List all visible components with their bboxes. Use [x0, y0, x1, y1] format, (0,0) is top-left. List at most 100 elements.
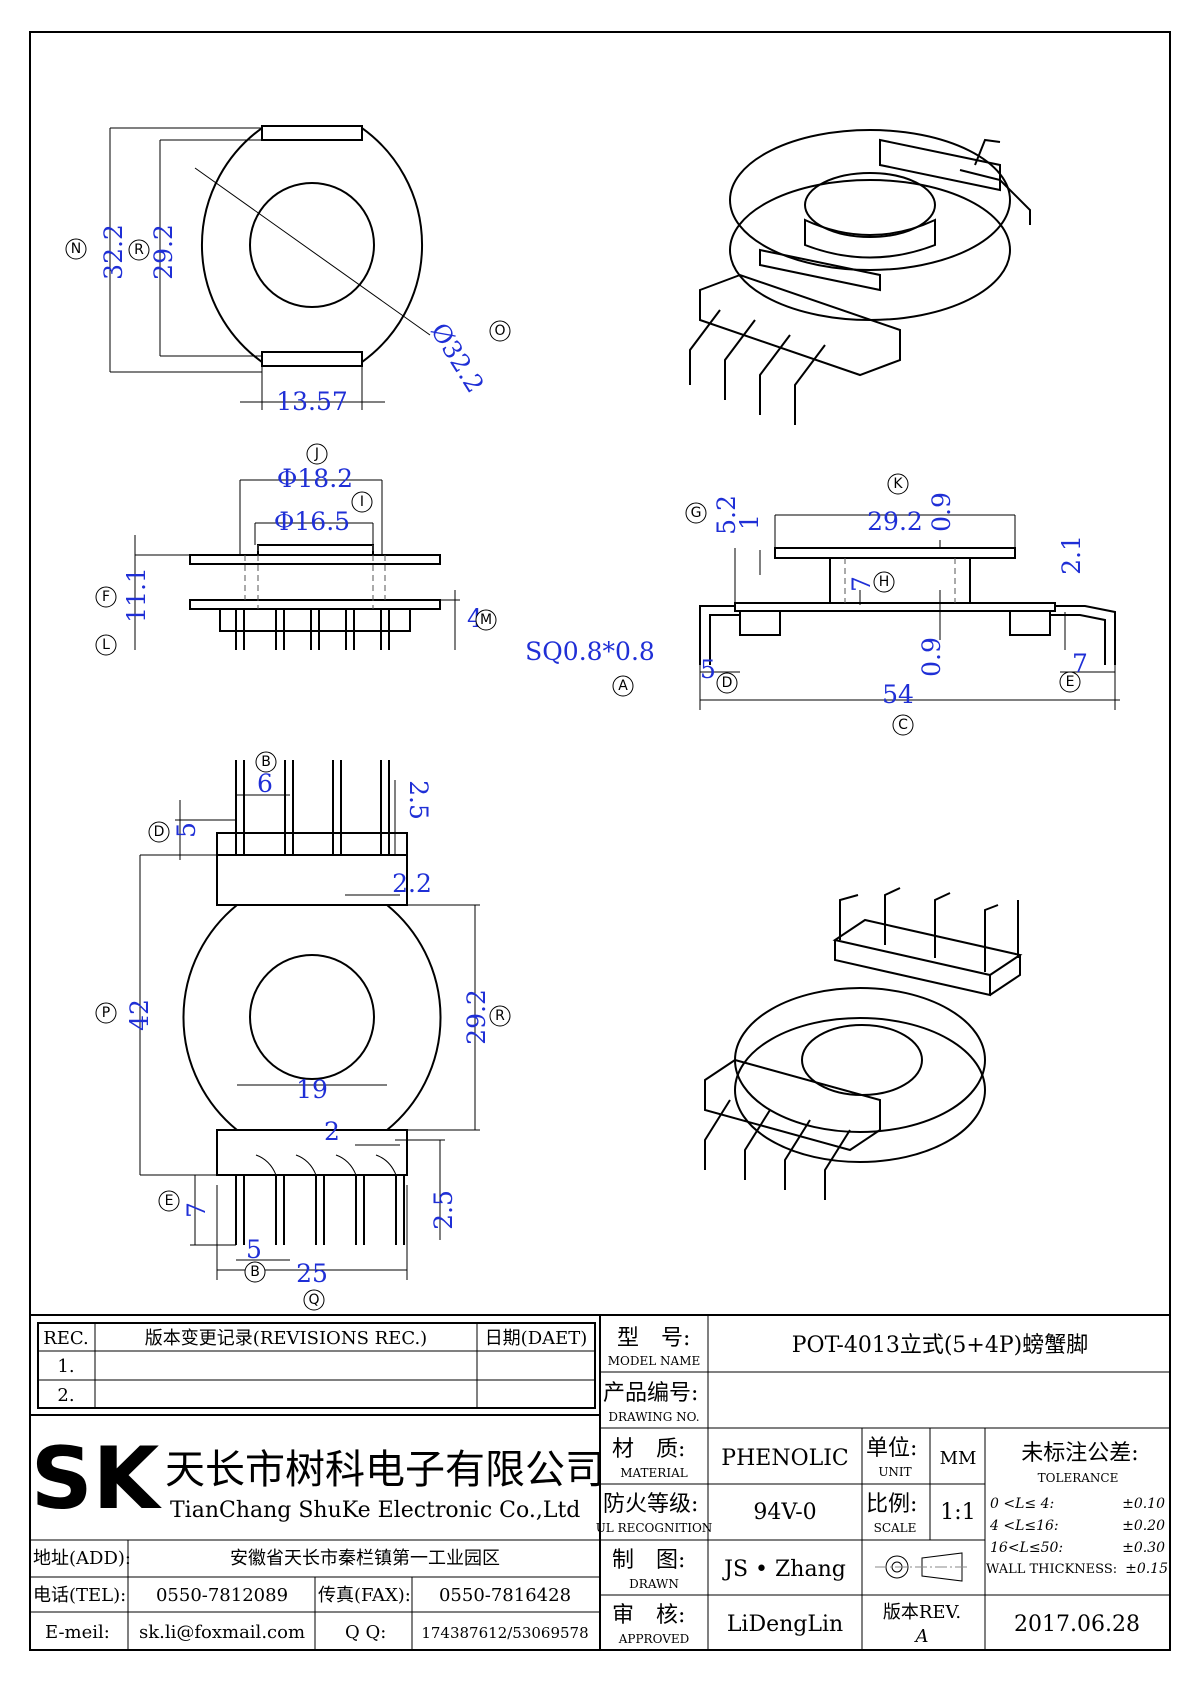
company-name-en: TianChang ShuKe Electronic Co.,Ltd — [170, 1498, 580, 1523]
tel-label: 电话(TEL): — [33, 1585, 126, 1606]
rev-value: A — [914, 1626, 929, 1647]
dim-phi-18-2: Φ18.2 — [277, 464, 353, 493]
callout-e-bottom: E — [158, 1190, 180, 1212]
title-block: SK — [29, 1314, 1171, 1651]
callout-r-top: R — [128, 239, 150, 261]
svg-text:E: E — [165, 1193, 174, 1209]
callout-q: Q — [303, 1289, 325, 1311]
dim-13-57: 13.57 — [276, 387, 348, 416]
dim-dia-32-2: Ø32.2 — [425, 318, 490, 398]
dim-25: 25 — [296, 1259, 328, 1288]
drawing-label-cn: 产品编号: — [603, 1381, 698, 1406]
date-header: 日期(DAET) — [485, 1328, 588, 1349]
ul-value: 94V-0 — [753, 1500, 816, 1525]
iso-view-top — [689, 129, 1031, 425]
svg-text:B: B — [261, 754, 271, 770]
callout-p: P — [95, 1002, 117, 1024]
svg-text:O: O — [494, 323, 505, 339]
material-value: PHENOLIC — [721, 1446, 848, 1471]
rev-header: REC. — [43, 1328, 89, 1349]
dim-7-pin-right: 7 — [1072, 649, 1088, 678]
wall-value: ±0.15 — [1125, 1561, 1168, 1577]
callout-j: J — [306, 443, 328, 465]
callout-b-bottom: B — [244, 1261, 266, 1283]
qq-value: 174387612/53069578 — [421, 1624, 588, 1642]
company-logo: SK — [31, 1429, 163, 1529]
approved-value: LiDengLin — [727, 1612, 843, 1637]
drawn-value: JS • Zhang — [722, 1557, 846, 1582]
dim-2-5-bottom: 2.5 — [429, 1190, 458, 1230]
ul-label-cn: 防火等级: — [603, 1492, 698, 1517]
dim-7-pin-bottom: 7 — [182, 1202, 211, 1218]
svg-text:D: D — [154, 824, 165, 840]
callout-a: A — [612, 675, 634, 697]
projection-symbol-icon — [875, 1552, 970, 1582]
dim-29-2-right: 29.2 — [867, 507, 923, 536]
rev-title: 版本变更记录(REVISIONS REC.) — [145, 1328, 427, 1349]
dim-29-2-top: 29.2 — [149, 224, 178, 280]
unit-label-en: UNIT — [878, 1465, 911, 1479]
callout-o: O — [489, 320, 511, 342]
dim-7-core: 7 — [847, 576, 876, 592]
svg-text:E: E — [1066, 674, 1075, 690]
approved-label-cn: 审 核: — [612, 1603, 685, 1628]
material-label-cn: 材 质: — [612, 1437, 685, 1462]
callout-d-right: D — [716, 672, 738, 694]
dim-2-5-top: 2.5 — [404, 780, 433, 820]
dim-0-9-bottom: 0.9 — [917, 637, 946, 677]
dim-5-pin-offset: 5 — [700, 655, 716, 684]
tel-value: 0550-7812089 — [156, 1585, 288, 1606]
tol-range-3: 16<L≤50: — [990, 1540, 1063, 1556]
company-name-cn: 天长市树科电子有限公司 — [165, 1447, 605, 1493]
scale-label-cn: 比例: — [866, 1492, 917, 1517]
svg-text:C: C — [898, 717, 908, 733]
svg-text:R: R — [495, 1008, 505, 1024]
address-value: 安徽省天长市秦栏镇第一工业园区 — [230, 1548, 500, 1569]
callout-c: C — [892, 714, 914, 736]
dim-2-2: 2.2 — [392, 869, 432, 898]
dim-sq-pin: SQ0.8*0.8 — [525, 637, 655, 666]
unit-value: MM — [940, 1448, 977, 1469]
rev-row-1: 1. — [57, 1356, 74, 1377]
model-label-en: MODEL NAME — [608, 1354, 701, 1368]
drawing-label-en: DRAWING NO. — [608, 1410, 699, 1424]
dim-32-2: 32.2 — [99, 224, 128, 280]
approved-label-en: APPROVED — [618, 1632, 690, 1646]
callout-l: L — [95, 634, 117, 656]
dim-11-1: 11.1 — [122, 567, 151, 623]
email-label: E-meil: — [45, 1622, 110, 1643]
dim-6-pitch: 6 — [257, 769, 273, 798]
dim-19: 19 — [296, 1075, 328, 1104]
dim-54: 54 — [882, 680, 914, 709]
dim-5-2: 5.2 — [712, 495, 741, 535]
svg-text:D: D — [722, 675, 733, 691]
svg-text:I: I — [360, 494, 364, 510]
svg-text:B: B — [250, 1264, 260, 1280]
side-view-right — [699, 514, 1120, 710]
model-value: POT-4013立式(5+4P)螃蟹脚 — [792, 1333, 1089, 1358]
svg-text:J: J — [314, 446, 319, 462]
model-label-cn: 型 号: — [617, 1326, 690, 1351]
dim-5-pitch-bottom: 5 — [246, 1235, 262, 1264]
dim-5-pin-top: 5 — [172, 822, 201, 838]
svg-text:P: P — [102, 1005, 110, 1021]
scale-value: 1:1 — [940, 1500, 975, 1525]
rev-label: 版本REV. — [883, 1602, 961, 1623]
tolerance-label-en: TOLERANCE — [1038, 1471, 1119, 1485]
callout-m: M — [475, 609, 497, 631]
dim-42: 42 — [125, 999, 154, 1031]
tol-value-2: ±0.20 — [1122, 1518, 1165, 1534]
callout-bubbles: N R O J I F L M G K H A D C E B D P R E … — [65, 238, 1081, 1311]
qq-label: Q Q: — [345, 1622, 386, 1643]
drawn-label-cn: 制 图: — [612, 1548, 685, 1573]
callout-k: K — [887, 473, 909, 495]
svg-text:G: G — [691, 505, 702, 521]
dim-1: 1 — [735, 514, 764, 530]
tol-value-3: ±0.30 — [1122, 1540, 1165, 1556]
tol-value-1: ±0.10 — [1122, 1496, 1165, 1512]
ul-label-en: UL RECOGNITION — [596, 1521, 713, 1535]
address-label: 地址(ADD): — [33, 1548, 131, 1569]
tolerance-label-cn: 未标注公差: — [1021, 1441, 1138, 1466]
svg-text:H: H — [879, 574, 890, 590]
